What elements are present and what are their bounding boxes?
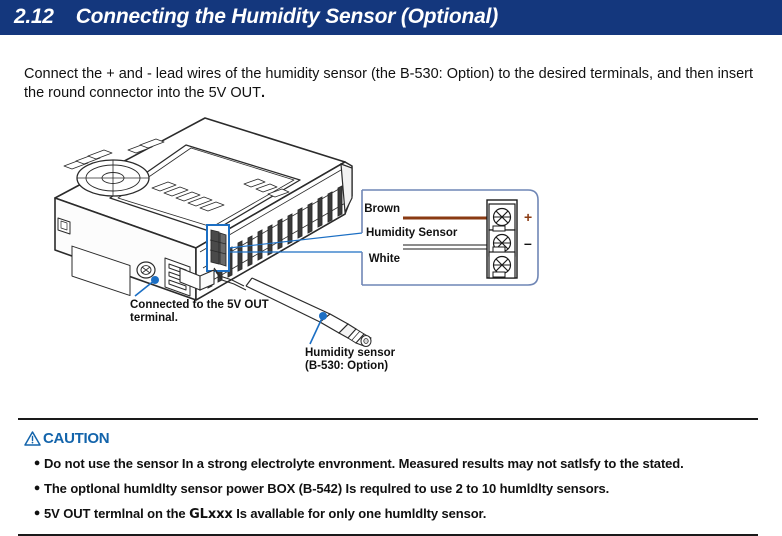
callout-5v-out-line1: Connected to the 5V OUT xyxy=(130,299,269,311)
caution-item-post: Is avallable for only one humldlty senso… xyxy=(232,506,487,521)
section-header: 2.12 Connecting the Humidity Sensor (Opt… xyxy=(0,0,782,33)
intro-text: Connect the + and - lead wires of the hu… xyxy=(24,65,754,101)
caution-label: CAUTION xyxy=(43,430,110,447)
caution-item-strong: GLxxx xyxy=(189,507,233,522)
caution-block: CAUTION ● Do not use the sensor In a str… xyxy=(18,418,758,536)
section-title: Connecting the Humidity Sensor (Optional… xyxy=(75,4,499,28)
figure-illustration: Brown White Humidity Sensor + – Connecte… xyxy=(0,100,782,400)
caution-item-pre: The optlonal humldlty sensor power BOX (… xyxy=(44,481,610,496)
section-number: 2.12 xyxy=(14,4,54,28)
list-item: ● 5V OUT termlnal on the GLxxx Is avalla… xyxy=(18,506,758,522)
detail-white-label: White xyxy=(369,253,400,265)
detail-humidity-sensor-label: Humidity Sensor xyxy=(366,227,458,239)
header-underline xyxy=(0,33,782,35)
list-item: ● The optlonal humldlty sensor power BOX… xyxy=(18,481,758,497)
intro-paragraph: Connect the + and - lead wires of the hu… xyxy=(24,65,760,103)
callout-sensor-line1: Humidity sensor xyxy=(305,347,396,359)
callout-sensor-line2: (B-530: Option) xyxy=(305,360,388,372)
caution-item-text: The optlonal humldlty sensor power BOX (… xyxy=(44,481,758,497)
leader-lines xyxy=(228,232,363,253)
caution-item-pre: Do not use the sensor In a strong electr… xyxy=(44,456,684,471)
detail-brown-label: Brown xyxy=(364,203,400,215)
terminal-plus-label: + xyxy=(524,209,532,225)
caution-top-rule xyxy=(18,418,758,420)
device-diagram-svg: Brown White Humidity Sensor + – Connecte… xyxy=(54,117,539,372)
callout-humidity-sensor: Humidity sensor (B-530: Option) xyxy=(305,312,396,372)
terminal-detail-callout: Brown White Humidity Sensor + – xyxy=(361,189,539,286)
caution-list: ● Do not use the sensor In a strong elec… xyxy=(18,456,758,522)
bullet-icon: ● xyxy=(33,482,41,494)
callout-5v-out-line2: terminal. xyxy=(130,312,178,324)
caution-item-pre: 5V OUT termlnal on the xyxy=(44,506,190,521)
callout-5v-out: Connected to the 5V OUT terminal. xyxy=(130,276,269,324)
terminal-highlight-box xyxy=(206,224,230,272)
caution-heading: CAUTION xyxy=(24,430,758,447)
intro-text-period: . xyxy=(260,84,266,101)
humidity-sensor-cable xyxy=(179,267,372,347)
terminal-minus-label: – xyxy=(524,235,532,251)
list-item: ● Do not use the sensor In a strong elec… xyxy=(18,456,758,472)
caution-item-text: Do not use the sensor In a strong electr… xyxy=(44,456,758,472)
caution-item-text: 5V OUT termlnal on the GLxxx Is avallabl… xyxy=(44,506,758,522)
bullet-icon: ● xyxy=(33,457,41,469)
bullet-icon: ● xyxy=(33,507,41,519)
terminal-strip xyxy=(195,161,353,302)
warning-triangle-icon xyxy=(24,431,41,446)
